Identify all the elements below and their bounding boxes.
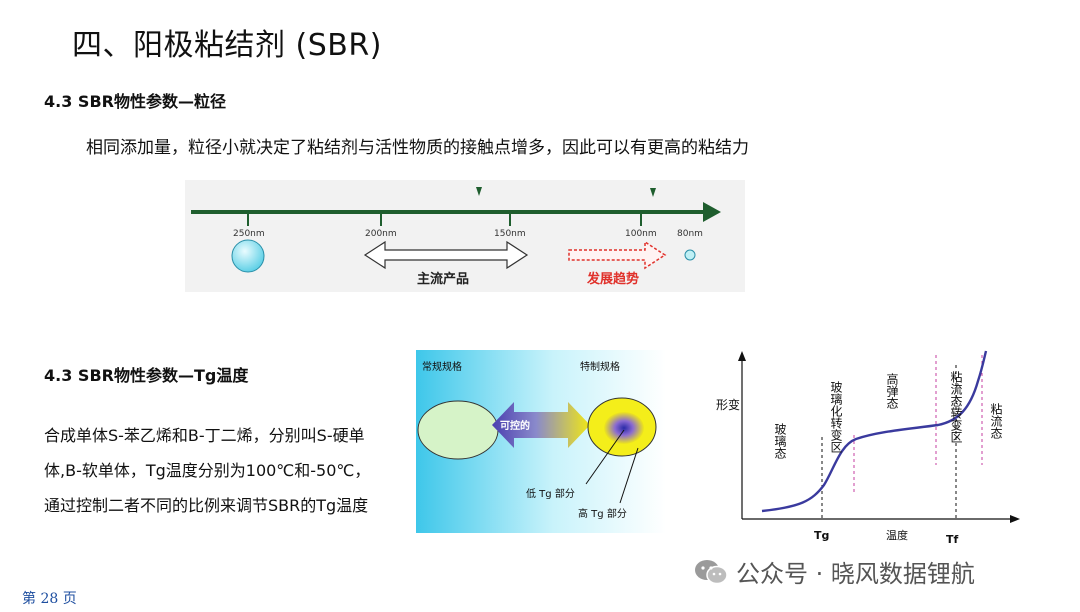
- trend-arrow: [568, 240, 667, 270]
- y-axis-label: 形变: [716, 397, 740, 412]
- page-title: 四、阳极粘结剂 (SBR): [72, 28, 382, 63]
- tg-explanation: 合成单体S-苯乙烯和B-丁二烯，分别叫S-硬单体,B-软单体，Tg温度分别为10…: [44, 426, 371, 515]
- x-axis-label: 温度: [886, 528, 908, 542]
- intro-text: 相同添加量，粒径小就决定了粘结剂与活性物质的接触点增多，因此可以有更高的粘结力: [86, 138, 749, 158]
- particle-size-diagram: 250nm 200nm 150nm 100nm 80nm 主流产品 发展趋势: [185, 180, 745, 292]
- special-spec-label: 特制规格: [580, 360, 620, 373]
- small-particle: [684, 249, 696, 261]
- pointer-high: [619, 447, 639, 504]
- mainstream-arrow: [363, 240, 529, 270]
- wechat-icon: [695, 559, 728, 584]
- region-label: 粘流态转变区: [949, 370, 963, 443]
- region-label: 粘流态: [989, 402, 1003, 439]
- tf-label: Tf: [946, 533, 959, 546]
- tick-label: 80nm: [677, 229, 703, 239]
- page-number: 第 28 页: [22, 591, 77, 607]
- spec-diagram: 常规规格 特制规格 可控的 低 Tg 部分 高 Tg 部分: [416, 350, 666, 533]
- region-label: 玻璃化转变区: [829, 381, 843, 453]
- tg-label: Tg: [814, 529, 829, 542]
- marker-triangle-1: [476, 187, 482, 196]
- low-tg-core: [604, 412, 644, 444]
- tick-label: 250nm: [233, 229, 265, 239]
- trend-label: 发展趋势: [586, 271, 639, 287]
- y-arrowhead: [738, 351, 746, 361]
- mainstream-label: 主流产品: [417, 271, 469, 287]
- region-label: 玻璃态: [773, 423, 787, 459]
- tick-label: 200nm: [365, 229, 397, 239]
- regular-spec-label: 常规规格: [422, 360, 462, 373]
- deformation-line: [761, 350, 988, 513]
- pointer-low: [585, 429, 625, 485]
- tick-label: 100nm: [625, 229, 657, 239]
- axis-arrowhead: [703, 202, 721, 222]
- tick-label: 150nm: [494, 229, 526, 239]
- watermark-text: 公众号 · 晓风数据锂航: [736, 560, 975, 588]
- regular-particle: [417, 400, 499, 460]
- high-tg-label: 高 Tg 部分: [578, 507, 627, 520]
- deformation-curve: 形变 玻璃态 玻璃化转变区 高弹态 粘流态转变区 粘流态 Tg 温度 Tf: [700, 345, 1030, 550]
- low-tg-label: 低 Tg 部分: [526, 487, 575, 500]
- diagram-background: [185, 180, 745, 292]
- x-arrowhead: [1010, 515, 1020, 523]
- region-label: 高弹态: [885, 372, 899, 409]
- controllable-arrow: [492, 402, 590, 448]
- large-particle: [231, 239, 265, 273]
- marker-triangle-2: [650, 188, 656, 197]
- watermark: 公众号 · 晓风数据锂航: [694, 554, 975, 589]
- section-heading-particle-size: 4.3 SBR物性参数—粒径: [44, 92, 226, 111]
- section-heading-tg: 4.3 SBR物性参数—Tg温度: [44, 366, 249, 385]
- controllable-label: 可控的: [500, 419, 530, 432]
